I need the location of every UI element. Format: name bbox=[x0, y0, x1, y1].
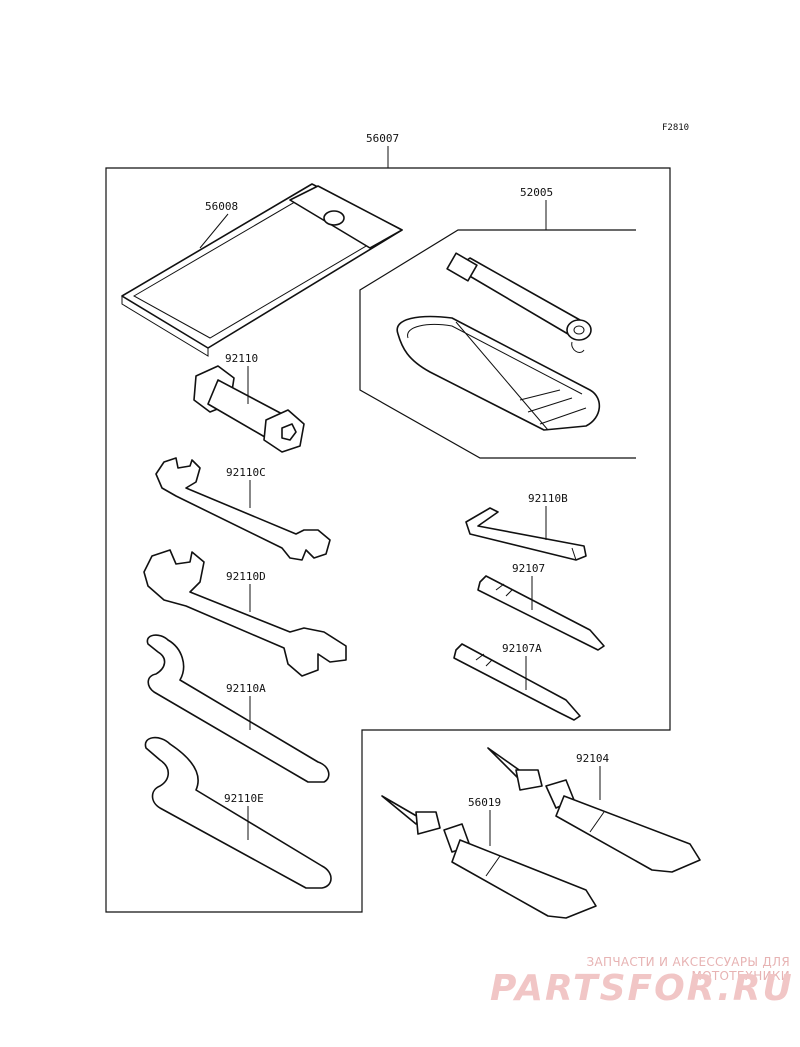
tire-pump[interactable] bbox=[446, 252, 592, 353]
label-92107A[interactable]: 92107A bbox=[502, 642, 542, 655]
open-end-wrench-large[interactable] bbox=[143, 549, 347, 677]
figure-code: F2810 bbox=[662, 123, 689, 133]
label-92110C[interactable]: 92110C bbox=[226, 466, 266, 479]
label-92107[interactable]: 92107 bbox=[512, 562, 545, 575]
pump-subframe bbox=[359, 229, 636, 459]
toolkit-frame bbox=[105, 167, 671, 913]
label-92110E[interactable]: 92110E bbox=[224, 792, 264, 805]
hex-key[interactable] bbox=[465, 507, 587, 561]
label-52005[interactable]: 52005 bbox=[520, 186, 553, 199]
label-56007[interactable]: 56007 bbox=[366, 132, 399, 145]
watermark-tagline: ЗАПЧАСТИ И АКСЕССУАРЫ ДЛЯ МОТОТЕХНИКИ bbox=[586, 955, 790, 983]
label-92110A[interactable]: 92110A bbox=[226, 682, 266, 695]
label-92110B[interactable]: 92110B bbox=[528, 492, 568, 505]
hook-wrench-a[interactable] bbox=[146, 634, 330, 783]
tool-case[interactable] bbox=[121, 183, 403, 357]
open-end-wrench-small[interactable] bbox=[155, 457, 331, 561]
spark-plug-wrench[interactable] bbox=[193, 365, 305, 453]
label-92110D[interactable]: 92110D bbox=[226, 570, 266, 583]
pump-bag[interactable] bbox=[396, 315, 601, 431]
grease-tube-a[interactable] bbox=[487, 747, 701, 873]
leader-56008 bbox=[199, 213, 229, 249]
watermark-brand: PARTSFOR.RU bbox=[490, 968, 794, 1009]
screwdriver-flat[interactable] bbox=[453, 643, 581, 721]
label-56019[interactable]: 56019 bbox=[468, 796, 501, 809]
label-92110[interactable]: 92110 bbox=[225, 352, 258, 365]
label-56008[interactable]: 56008 bbox=[205, 200, 238, 213]
label-92104[interactable]: 92104 bbox=[576, 752, 609, 765]
screwdriver-phillips[interactable] bbox=[477, 575, 605, 651]
grease-tube-b[interactable] bbox=[381, 795, 597, 919]
hook-wrench-e[interactable] bbox=[144, 736, 332, 889]
